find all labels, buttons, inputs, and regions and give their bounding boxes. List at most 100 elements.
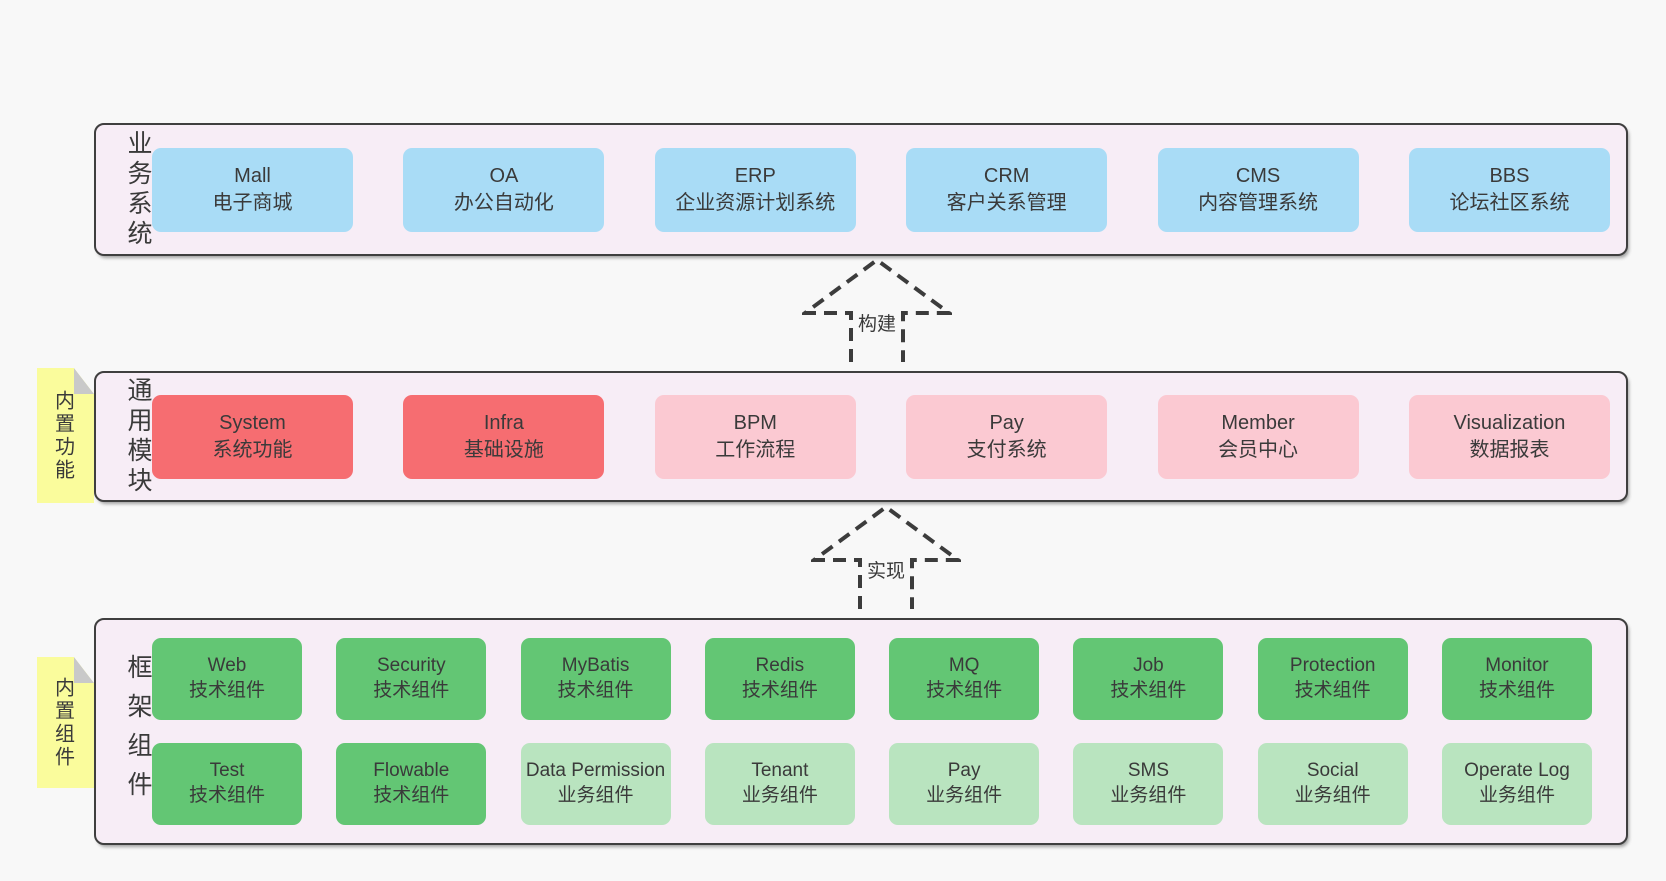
- box-infra: Infra 基础设施: [403, 394, 605, 479]
- folded-corner-icon: [74, 657, 94, 683]
- box-title: System: [219, 412, 286, 435]
- up-arrow-dashed-icon: [811, 504, 961, 609]
- box-oa: OA 办公自动化: [403, 147, 605, 232]
- box-title: Operate Log: [1464, 760, 1570, 782]
- box-title: Pay: [947, 760, 981, 782]
- box-title: Mall: [234, 165, 271, 188]
- box-title: CMS: [1235, 165, 1281, 188]
- box-desc: 技术组件: [373, 785, 450, 806]
- box-social: Social 业务组件: [1257, 743, 1408, 825]
- box-operate-log: Operate Log 业务组件: [1441, 743, 1592, 825]
- box-title: Test: [209, 760, 245, 782]
- box-cms: CMS 内容管理系统: [1157, 147, 1359, 232]
- section-common-label: 通用模块: [124, 376, 152, 497]
- section-framework-label: 框架组件: [124, 653, 152, 810]
- box-desc: 工作流程: [715, 438, 796, 461]
- box-visualization: Visualization 数据报表: [1408, 394, 1610, 479]
- box-desc: 业务组件: [1110, 785, 1187, 806]
- box-erp: ERP 企业资源计划系统: [654, 147, 856, 232]
- arrow-implement-label: 实现: [862, 555, 910, 584]
- box-title: Visualization: [1453, 412, 1566, 435]
- box-system: System 系统功能: [152, 394, 353, 479]
- box-title: Data Permission: [525, 760, 666, 782]
- box-title: CRM: [983, 165, 1030, 188]
- sticky-note-text: 内置组件: [51, 676, 74, 769]
- box-desc: 企业资源计划系统: [675, 191, 836, 214]
- box-member: Member 会员中心: [1157, 394, 1359, 479]
- box-desc: 数据报表: [1469, 438, 1550, 461]
- box-desc: 基础设施: [463, 438, 544, 461]
- box-desc: 支付系统: [966, 438, 1047, 461]
- box-pay: Pay 支付系统: [906, 394, 1108, 479]
- box-title: ERP: [734, 165, 776, 188]
- box-desc: 内容管理系统: [1198, 191, 1319, 214]
- box-desc: 会员中心: [1218, 438, 1299, 461]
- box-title: Web: [207, 655, 247, 677]
- sticky-note-builtin-components: 内置组件: [37, 657, 94, 788]
- box-title: Member: [1221, 412, 1295, 435]
- box-protection: Protection 技术组件: [1257, 638, 1408, 720]
- box-desc: 业务组件: [557, 785, 634, 806]
- box-desc: 业务组件: [741, 785, 818, 806]
- up-arrow-outline: [811, 504, 961, 609]
- box-title: Tenant: [751, 760, 809, 782]
- box-pay: Pay 业务组件: [889, 743, 1040, 825]
- box-desc: 技术组件: [1294, 680, 1371, 701]
- box-desc: 系统功能: [212, 438, 293, 461]
- box-sms: SMS 业务组件: [1073, 743, 1224, 825]
- arrow-implement: 实现: [811, 503, 961, 611]
- box-desc: 技术组件: [1110, 680, 1187, 701]
- box-mq: MQ 技术组件: [889, 638, 1040, 720]
- box-title: Flowable: [373, 760, 450, 782]
- box-mybatis: MyBatis 技术组件: [520, 638, 671, 720]
- box-data-permission: Data Permission 业务组件: [520, 743, 671, 825]
- box-title: BBS: [1489, 165, 1530, 188]
- box-desc: 技术组件: [373, 680, 450, 701]
- box-desc: 业务组件: [1294, 785, 1371, 806]
- box-title: Pay: [989, 412, 1024, 435]
- box-title: Job: [1133, 655, 1164, 677]
- box-desc: 技术组件: [557, 680, 634, 701]
- box-desc: 技术组件: [741, 680, 818, 701]
- box-title: Redis: [755, 655, 805, 677]
- box-desc: 技术组件: [1478, 680, 1555, 701]
- box-title: MyBatis: [561, 655, 630, 677]
- box-desc: 业务组件: [1478, 785, 1555, 806]
- box-title: SMS: [1127, 760, 1169, 782]
- up-arrow-dashed-icon: [802, 257, 952, 362]
- up-arrow-outline: [802, 257, 952, 362]
- sticky-note-text: 内置功能: [51, 389, 74, 482]
- arrow-build-label: 构建: [853, 308, 901, 337]
- box-desc: 技术组件: [188, 785, 265, 806]
- box-title: Monitor: [1485, 655, 1549, 677]
- box-title: OA: [489, 165, 519, 188]
- box-test: Test 技术组件: [152, 743, 302, 825]
- folded-corner-icon: [74, 368, 94, 394]
- section-business-label: 业务系统: [124, 129, 152, 250]
- box-desc: 技术组件: [926, 680, 1003, 701]
- box-desc: 办公自动化: [453, 191, 554, 214]
- box-title: Infra: [483, 412, 524, 435]
- box-tenant: Tenant 业务组件: [704, 743, 855, 825]
- sticky-note-builtin-features: 内置功能: [37, 368, 94, 503]
- box-desc: 业务组件: [926, 785, 1003, 806]
- box-monitor: Monitor 技术组件: [1441, 638, 1592, 720]
- box-title: Protection: [1289, 655, 1376, 677]
- box-title: Social: [1306, 760, 1359, 782]
- box-title: MQ: [948, 655, 980, 677]
- box-redis: Redis 技术组件: [704, 638, 855, 720]
